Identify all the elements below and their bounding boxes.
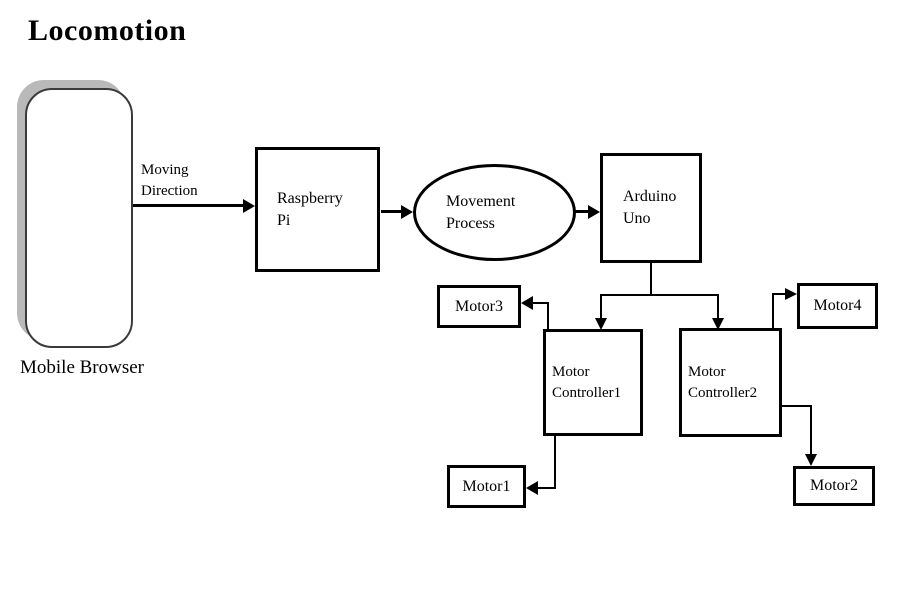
node-raspberry-pi: Raspberry Pi bbox=[255, 147, 380, 272]
motor-controller1-line2: Controller1 bbox=[552, 384, 622, 401]
connector-mc2-to-motor2-h bbox=[781, 405, 812, 407]
arduino-uno-line1: Arduino bbox=[623, 188, 677, 206]
arrow-mobile-to-rpi-head bbox=[243, 199, 255, 213]
connector-mc2-to-motor4-h bbox=[772, 293, 786, 295]
moving-direction-line1: Moving bbox=[141, 162, 189, 178]
arrow-rpi-to-process-head bbox=[401, 205, 413, 219]
node-motor3: Motor3 bbox=[437, 285, 521, 328]
connector-mc1-to-motor3-v bbox=[547, 303, 549, 329]
arrow-process-to-arduino-line bbox=[575, 210, 589, 213]
movement-process-line1: Movement bbox=[446, 192, 516, 210]
connector-branch-to-mc2 bbox=[717, 294, 719, 319]
raspberry-pi-line2: Pi bbox=[277, 211, 291, 229]
connector-mc1-to-motor1-h bbox=[538, 487, 556, 489]
arrow-into-mc1-head bbox=[595, 318, 607, 330]
movement-process-line2: Process bbox=[446, 214, 495, 232]
arrow-into-motor4-head bbox=[785, 288, 797, 300]
node-motor2: Motor2 bbox=[793, 466, 875, 506]
moving-direction-label: Moving Direction bbox=[141, 160, 198, 202]
motor-controller1-line1: Motor bbox=[552, 364, 590, 381]
arrow-process-to-arduino-head bbox=[588, 205, 600, 219]
node-movement-process: Movement Process bbox=[413, 164, 576, 261]
raspberry-pi-line1: Raspberry bbox=[277, 189, 343, 207]
connector-branch-horizontal bbox=[601, 294, 719, 296]
arrow-mobile-to-rpi-line bbox=[133, 204, 244, 207]
connector-mc1-to-motor3-h bbox=[533, 302, 549, 304]
motor-controller2-line1: Motor bbox=[688, 364, 726, 381]
motor4-label: Motor4 bbox=[813, 297, 862, 315]
arduino-uno-line2: Uno bbox=[623, 210, 651, 227]
motor-controller2-line2: Controller2 bbox=[688, 384, 758, 401]
connector-arduino-down bbox=[650, 263, 652, 296]
connector-mc1-to-motor1-v bbox=[554, 436, 556, 489]
motor1-label: Motor1 bbox=[462, 477, 511, 495]
node-motor-controller2: Motor Controller2 bbox=[679, 328, 782, 437]
connector-branch-to-mc1 bbox=[600, 294, 602, 319]
arrow-into-motor3-head bbox=[521, 296, 533, 310]
node-arduino-uno: Arduino Uno bbox=[600, 153, 702, 263]
node-motor4: Motor4 bbox=[797, 283, 878, 329]
connector-mc2-to-motor2-v bbox=[810, 405, 812, 454]
arrow-into-motor2-head bbox=[805, 454, 817, 466]
arrow-into-motor1-head bbox=[526, 481, 538, 495]
mobile-browser-label: Mobile Browser bbox=[20, 357, 145, 378]
node-motor1: Motor1 bbox=[447, 465, 526, 508]
motor2-label: Motor2 bbox=[810, 477, 858, 495]
arrow-into-mc2-head bbox=[712, 318, 724, 330]
motor3-label: Motor3 bbox=[455, 297, 503, 315]
moving-direction-line2: Direction bbox=[141, 183, 198, 199]
arrow-rpi-to-process-line bbox=[381, 210, 402, 213]
mobile-browser-shape bbox=[25, 88, 133, 348]
node-motor-controller1: Motor Controller1 bbox=[543, 329, 643, 436]
connector-mc2-to-motor4-v bbox=[772, 294, 774, 328]
diagram-title: Locomotion bbox=[28, 14, 187, 47]
